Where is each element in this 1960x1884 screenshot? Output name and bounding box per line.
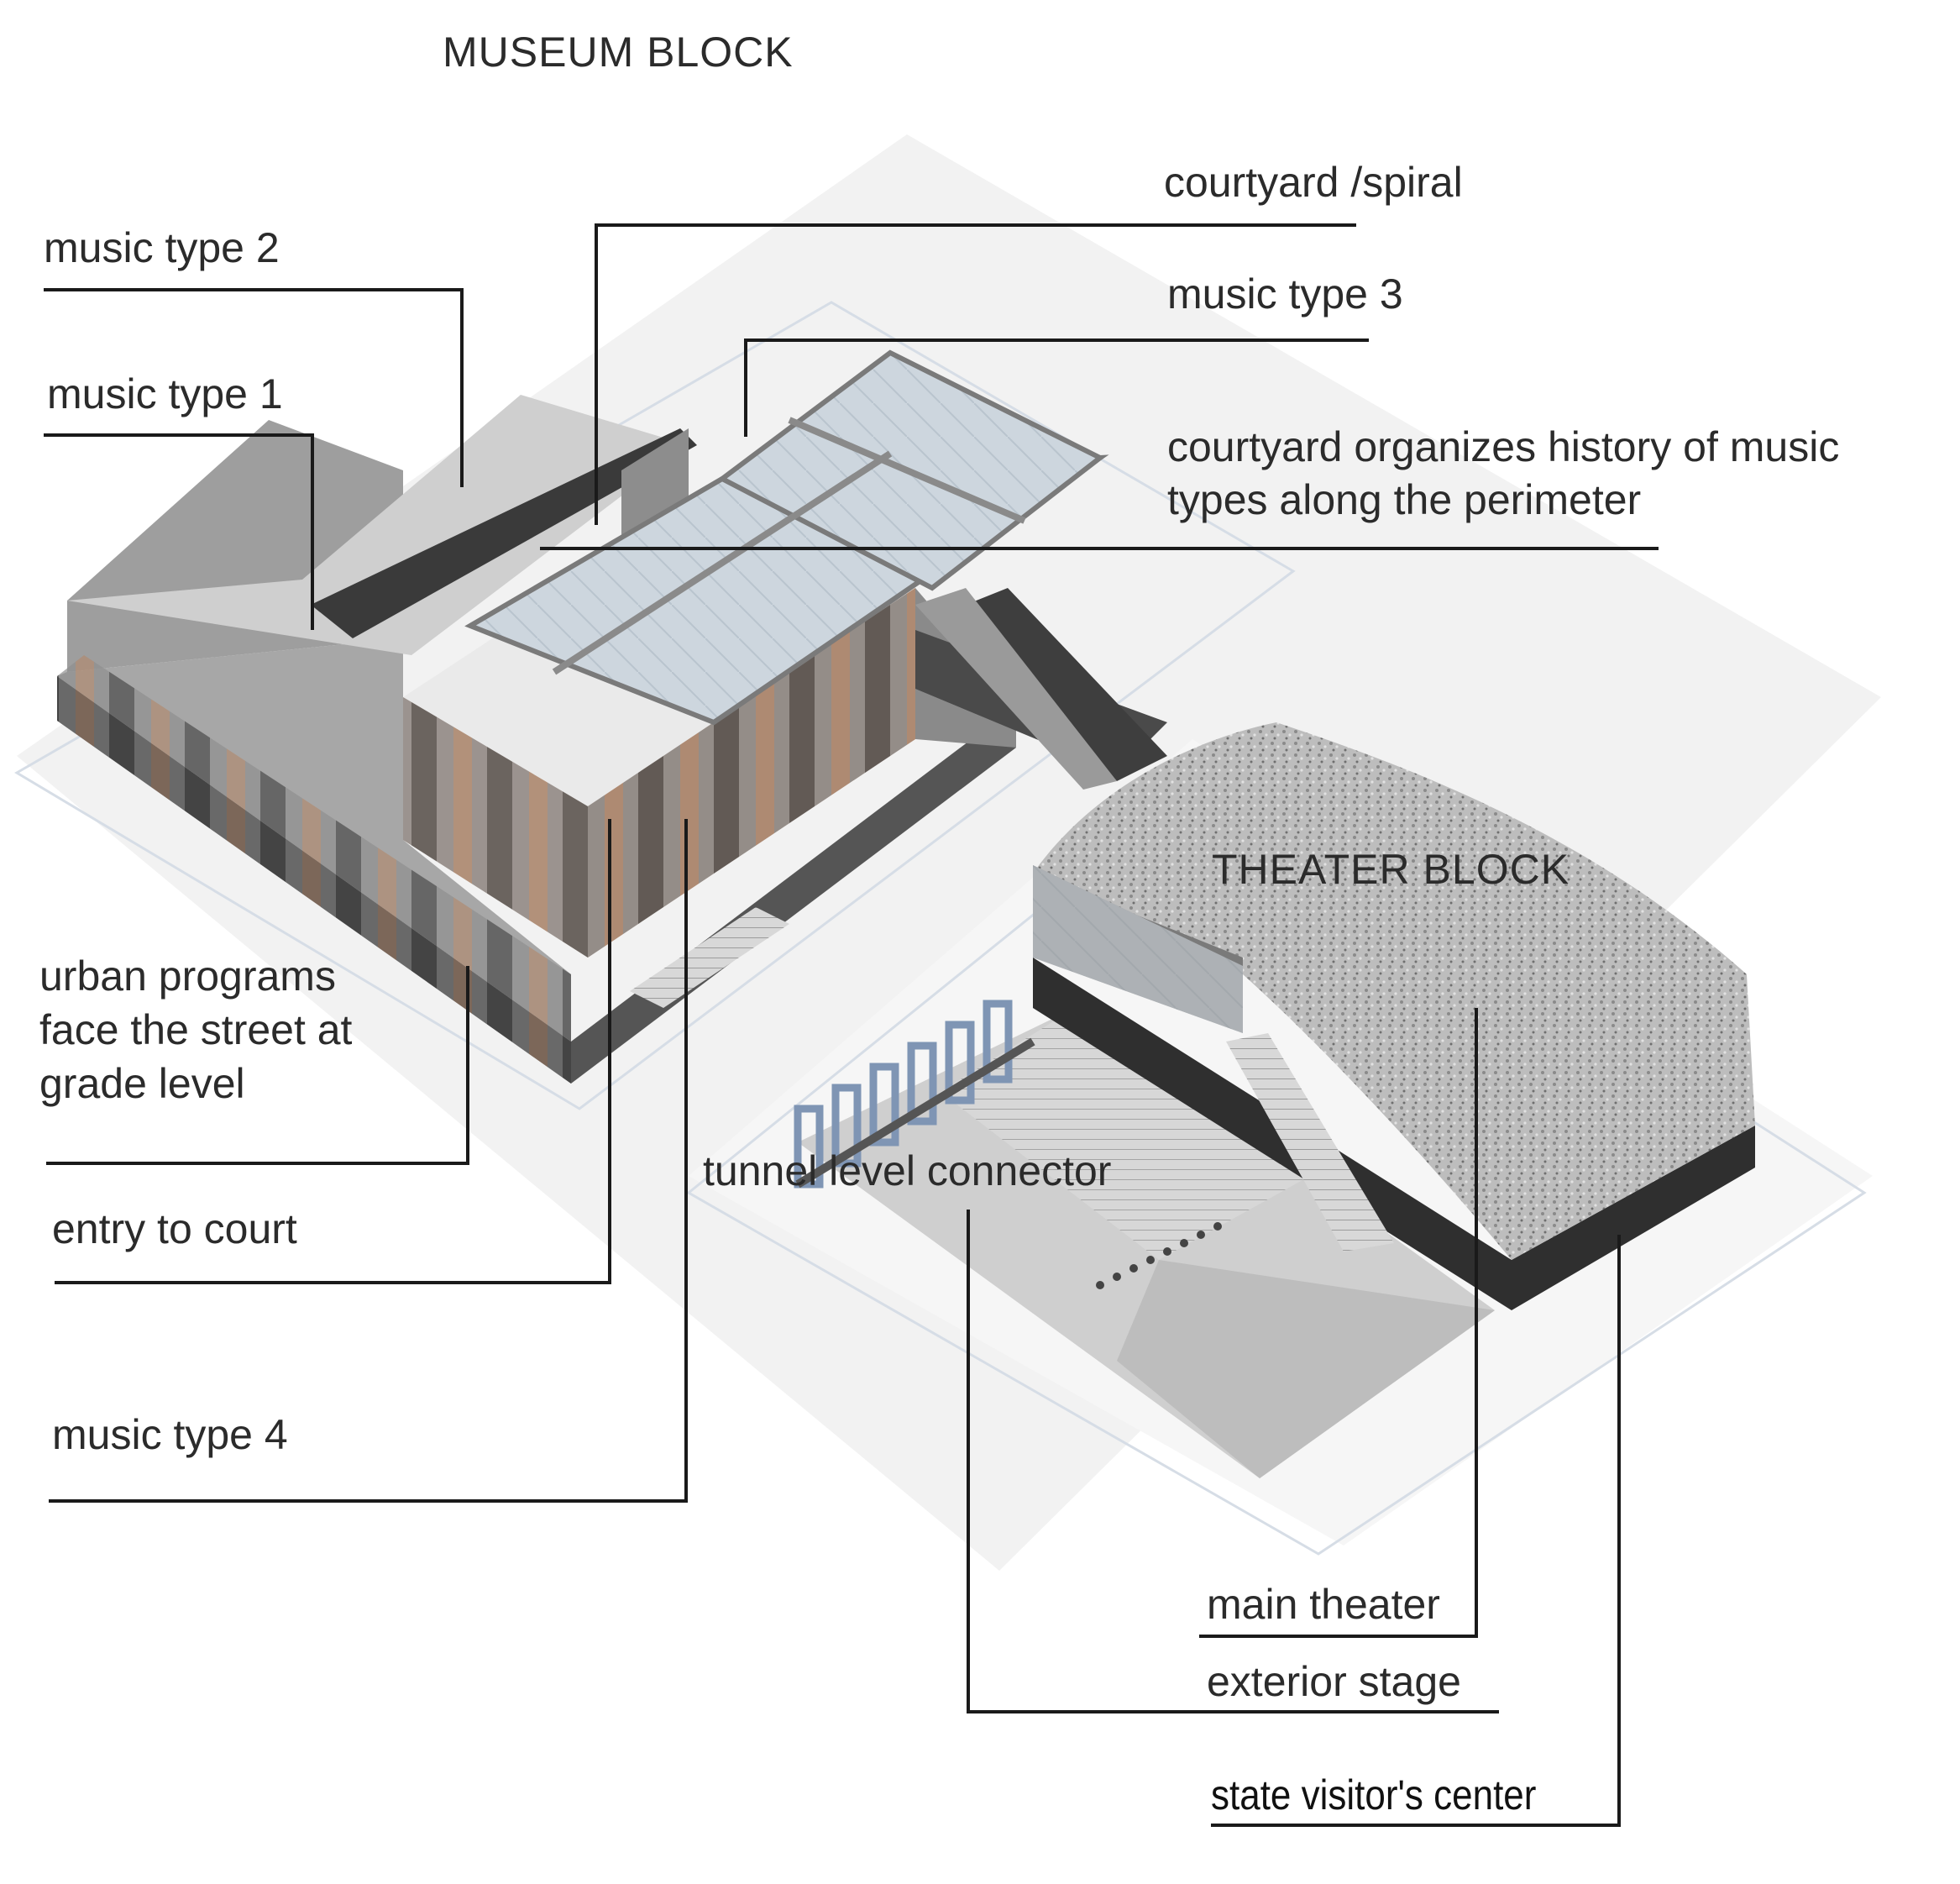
label-music-type-2: music type 2 — [44, 224, 280, 271]
label-courtyard-organizes-1: courtyard organizes history of music — [1167, 423, 1840, 470]
label-courtyard-organizes-2: types along the perimeter — [1167, 476, 1642, 523]
label-music-type-1: music type 1 — [47, 370, 283, 417]
leader-music-type-4 — [49, 819, 688, 1503]
label-courtyard-spiral: courtyard /spiral — [1164, 159, 1463, 206]
label-music-type-4: music type 4 — [52, 1411, 288, 1458]
leader-music-type-1 — [44, 433, 314, 630]
label-urban-programs-1: urban programs — [39, 952, 336, 1000]
leader-urban-programs — [46, 966, 469, 1165]
theater-block-title: THEATER BLOCK — [1212, 846, 1570, 893]
label-urban-programs-3: grade level — [39, 1060, 245, 1107]
museum-block-title: MUSEUM BLOCK — [443, 29, 794, 76]
label-tunnel-level-connector: tunnel level connector — [703, 1147, 1112, 1194]
museum-block-drawing — [57, 349, 1167, 1084]
connector-bridge-drawing — [915, 588, 1167, 790]
label-main-theater: main theater — [1207, 1581, 1440, 1628]
leader-courtyard-spiral — [595, 223, 1356, 525]
leader-state-visitors-center — [1211, 1235, 1621, 1827]
label-entry-to-court: entry to court — [52, 1205, 297, 1252]
theater-block-drawing — [794, 722, 1755, 1478]
leader-exterior-stage — [967, 1210, 1499, 1713]
leader-music-type-2 — [44, 288, 464, 487]
label-urban-programs-2: face the street at — [39, 1006, 353, 1053]
label-music-type-3: music type 3 — [1167, 270, 1403, 317]
leader-music-type-3 — [744, 338, 1369, 437]
leader-main-theater — [1199, 1008, 1478, 1638]
label-exterior-stage: exterior stage — [1207, 1658, 1461, 1705]
leader-entry-to-court — [55, 819, 611, 1284]
label-state-visitors-center: state visitor's center — [1211, 1771, 1537, 1818]
leader-lines — [44, 223, 1659, 1827]
